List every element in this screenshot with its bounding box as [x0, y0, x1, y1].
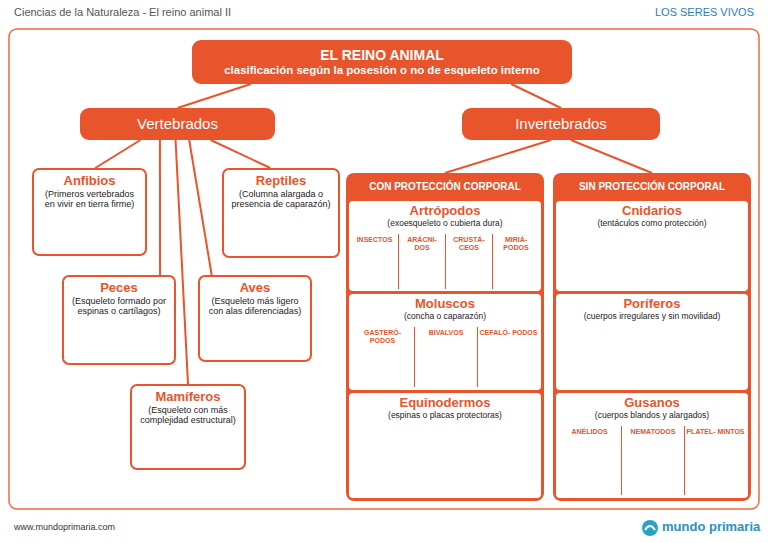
class-box: Reptiles(Columna alargada o presencia de…	[222, 168, 340, 258]
connector-line	[571, 140, 652, 173]
subclass-cell: CRUSTÁ- CEOS	[445, 234, 492, 289]
cell-label: GASTERÓ- PODOS	[352, 329, 413, 344]
box-note: (concha o caparazón)	[353, 312, 537, 322]
group-panel: SIN PROTECCIÓN CORPORALCnidarios(tentácu…	[553, 173, 751, 501]
box-heading: Moluscos	[353, 296, 537, 312]
class-box: Aves(Esqueleto más ligero con alas difer…	[198, 275, 312, 362]
footer-url: www.mundoprimaria.com	[14, 522, 115, 532]
class-box: Equinodermos(espinas o placas protectora…	[349, 393, 541, 498]
box-note: (espinas o placas protectoras)	[353, 411, 537, 421]
box-heading: Vertebrados	[84, 115, 271, 133]
cell-label: BIVALVOS	[416, 329, 476, 337]
box-heading: Peces	[69, 280, 169, 296]
cell-label: CEFALÓ- PODOS	[479, 329, 538, 337]
class-box: Moluscos(concha o caparazón) GASTERÓ- POD…	[349, 294, 541, 390]
cell-label: ARÁCNI- DOS	[400, 236, 444, 251]
box-note: (Esqueleto formado por espinas o cartíla…	[69, 296, 169, 317]
class-box: Peces(Esqueleto formado por espinas o ca…	[62, 275, 176, 365]
class-box: Anfibios(Primeros vertebrados en vivir e…	[32, 168, 147, 256]
connector-line	[178, 84, 251, 108]
box-heading: CON PROTECCIÓN CORPORAL	[346, 173, 544, 199]
cell-label: PLATEL- MINTOS	[686, 428, 745, 436]
connector-line	[189, 140, 211, 275]
subclass-cell: GASTERÓ- PODOS	[351, 327, 414, 387]
group-box: Invertebrados	[462, 108, 660, 140]
box-note: (cuerpos blandos y alargados)	[560, 411, 744, 421]
connector-line	[511, 84, 561, 108]
box-note: (exoesqueleto o cubierta dura)	[353, 219, 537, 229]
box-heading: EL REINO ANIMAL	[198, 47, 566, 64]
subclass-cell: PLATEL- MINTOS	[684, 426, 746, 495]
connector-line	[445, 140, 551, 173]
cell-label: MIRIÁ- PODOS	[494, 236, 538, 251]
box-heading: Artrópodos	[353, 203, 537, 219]
logo-icon	[642, 520, 658, 536]
box-note: (Esqueleto con más complejidad estructur…	[137, 405, 239, 426]
subclass-cell: ANÉLIDOS	[558, 426, 621, 495]
page-header: Ciencias de la Naturaleza - El reino ani…	[14, 6, 231, 18]
box-heading: Invertebrados	[466, 115, 656, 133]
subclass-cell: BIVALVOS	[414, 327, 477, 387]
connector-line	[159, 140, 161, 275]
connector-line	[211, 140, 271, 168]
subclass-cell: CEFALÓ- PODOS	[477, 327, 539, 387]
group-panel: CON PROTECCIÓN CORPORALArtrópodos(exoesq…	[346, 173, 544, 501]
box-note: (cuerpos irregulares y sin movilidad)	[560, 312, 744, 322]
cell-label: NEMATODOS	[623, 428, 683, 436]
outer-frame	[9, 29, 759, 509]
cell-label: ANÉLIDOS	[559, 428, 620, 436]
subclass-cell: ARÁCNI- DOS	[398, 234, 445, 289]
class-box: Gusanos(cuerpos blandos y alargados) ANÉL…	[556, 393, 748, 498]
class-box: Artrópodos(exoesqueleto o cubierta dura)…	[349, 201, 541, 291]
subclass-cell: MIRIÁ- PODOS	[492, 234, 539, 289]
box-note: (Esqueleto más ligero con alas diferenci…	[205, 296, 305, 317]
class-box: Poríferos(cuerpos irregulares y sin movi…	[556, 294, 748, 390]
cell-label: INSECTOS	[352, 236, 397, 244]
box-heading: SIN PROTECCIÓN CORPORAL	[553, 173, 751, 199]
box-heading: Gusanos	[560, 395, 744, 411]
box-heading: Cnidarios	[560, 203, 744, 219]
title-box: EL REINO ANIMALclasificación según la po…	[192, 40, 572, 84]
box-note: (Primeros vertebrados en vivir en tierra…	[39, 189, 140, 210]
box-heading: Anfibios	[39, 173, 140, 189]
box-heading: Reptiles	[229, 173, 333, 189]
box-note: (tentáculos como protección)	[560, 219, 744, 229]
box-heading: Mamíferos	[137, 389, 239, 405]
subclass-cell: NEMATODOS	[621, 426, 684, 495]
subclass-cell: INSECTOS	[351, 234, 398, 289]
connector-line	[95, 140, 140, 168]
box-note: (Columna alargada o presencia de caparaz…	[229, 189, 333, 210]
logo-text: mundo primaria	[662, 519, 760, 534]
cell-label: CRUSTÁ- CEOS	[447, 236, 491, 251]
section-header: LOS SERES VIVOS	[655, 6, 754, 18]
connector-line	[176, 140, 188, 384]
group-box: Vertebrados	[80, 108, 275, 140]
class-box: Cnidarios(tentáculos como protección)	[556, 201, 748, 291]
class-box: Mamíferos(Esqueleto con más complejidad …	[130, 384, 246, 470]
box-heading: Poríferos	[560, 296, 744, 312]
box-note: clasificación según la posesión o no de …	[198, 64, 566, 78]
box-heading: Equinodermos	[353, 395, 537, 411]
box-heading: Aves	[205, 280, 305, 296]
